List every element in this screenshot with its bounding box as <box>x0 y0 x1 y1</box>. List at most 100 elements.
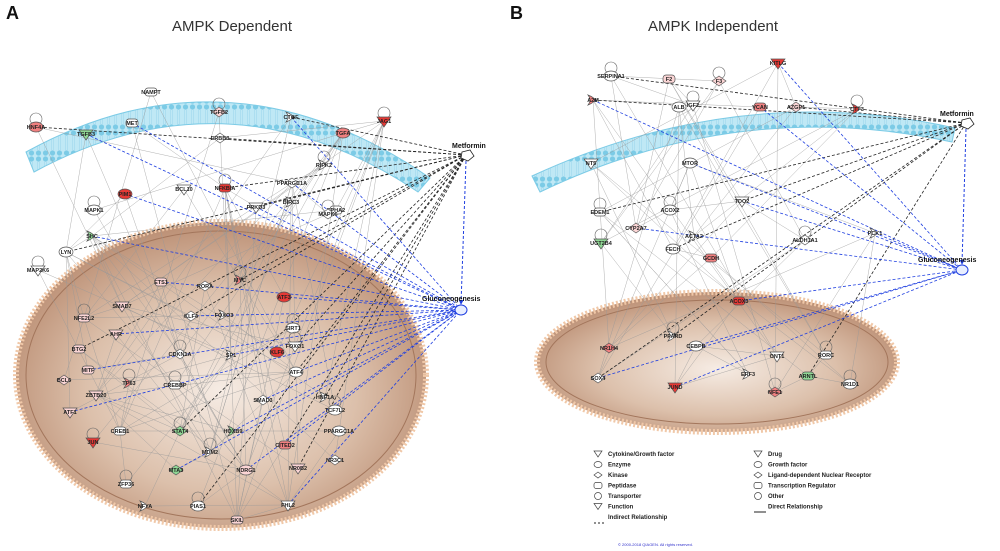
a-edge-direct <box>65 251 85 319</box>
a-edge-direct <box>131 122 226 189</box>
node-label: CREBBP <box>163 383 187 389</box>
a-edge-direct <box>291 182 336 411</box>
legend-item-function: Function <box>593 503 634 511</box>
node-label: MET <box>126 121 138 127</box>
a-edge-indirect <box>284 154 467 446</box>
a-node-tgfb3: TGFB3 <box>77 129 95 141</box>
a-edge-process <box>232 309 462 432</box>
node-label: IGF2 <box>687 103 699 109</box>
b-edge-direct <box>693 235 740 302</box>
node-label: HNF4A <box>27 125 45 131</box>
node-label: TGFB2 <box>210 110 228 116</box>
node-label: ACTA2 <box>685 234 703 240</box>
a-node-mitf: MITF <box>82 365 95 375</box>
a-edge-direct <box>179 132 344 355</box>
a-edge-direct <box>35 126 293 184</box>
a-edge-direct <box>95 371 297 396</box>
panel-a-diagram: HNF4ATGFB3NAMPTTGFB2CTGFTGFAJAG1METERBB3… <box>13 87 486 531</box>
legend-item-indirect-relationship: Indirect Relationship <box>608 515 668 521</box>
a-edge-direct <box>291 182 296 347</box>
b-node-cyp2a7: CYP2A7 <box>625 222 647 234</box>
a-edge-direct <box>287 430 340 506</box>
a-edge-direct <box>92 441 247 471</box>
b-node-azgp1: AZGP1 <box>787 101 805 113</box>
b-edge-direct <box>608 232 876 349</box>
b-edge-direct <box>774 62 779 393</box>
panel-a-metformin-node: Metformin <box>452 143 486 162</box>
node-label: UGT2B4 <box>590 241 613 247</box>
b-edge-direct <box>610 75 694 106</box>
a-edge-direct <box>91 235 238 521</box>
a-edge-process <box>124 193 462 311</box>
b-edge-process <box>592 99 963 271</box>
a-edge-process <box>175 309 462 471</box>
node-label: ARNTL <box>799 374 818 380</box>
panel-a-edges <box>35 91 467 521</box>
b-node-rorc: RORC <box>818 340 834 360</box>
legend-item-transcription-regulator: Transcription Regulator <box>753 482 836 490</box>
a-node-nfkbia: NFKBIA <box>215 173 235 193</box>
a-edge-indirect <box>224 154 467 190</box>
node-label: SIRT1 <box>285 326 301 332</box>
node-label: NT5 <box>586 161 596 167</box>
b-edge-direct <box>608 200 743 349</box>
b-edge-indirect <box>795 105 967 124</box>
node-label: F2 <box>666 77 672 83</box>
a-node-birc3: BIRC3 <box>283 196 300 208</box>
node-label: MTA3 <box>169 468 184 474</box>
a-edge-direct <box>125 354 232 485</box>
b-node-nr1h4: NR1H4 <box>600 342 619 354</box>
a-node-cited2: CITED2 <box>275 440 295 450</box>
b-edge-direct <box>693 106 797 237</box>
a-edge-direct <box>179 132 344 432</box>
a-edge-process <box>291 182 462 311</box>
node-label: FHL2 <box>281 503 295 509</box>
b-edge-direct <box>669 200 743 211</box>
a-node-ctgf: CTGF <box>284 111 299 123</box>
node-label: SOX4 <box>591 376 607 382</box>
b-edge-drug-process <box>959 128 967 265</box>
a-node-prkd3: PRKD3 <box>247 202 266 214</box>
a-node-nr0b2: NR0B2 <box>289 463 307 475</box>
b-node-cebpb: CEBPB <box>686 340 706 352</box>
node-label: PRKD3 <box>247 205 266 211</box>
b-edge-process <box>674 269 963 388</box>
a-edge-direct <box>197 132 344 507</box>
a-edge-process <box>230 308 462 356</box>
b-edge-direct <box>590 62 779 164</box>
a-node-ppargc1a: PPARGC1A <box>324 425 354 437</box>
a-edge-direct <box>224 187 232 356</box>
node-label: ALDH1A1 <box>792 238 817 244</box>
a-edge-direct <box>209 182 293 453</box>
b-node-sox4: SOX4 <box>590 372 607 384</box>
b-edge-direct <box>590 162 740 302</box>
node-label: ONT1 <box>770 354 785 360</box>
node-label: ATF3 <box>277 295 290 301</box>
a-edge-indirect <box>295 154 467 373</box>
b-node-jund: JUND <box>667 382 683 394</box>
panel-b-gluconeogenesis-node: Gluconeogenesis <box>918 257 976 276</box>
node-label: STAT4 <box>172 429 190 435</box>
b-node-erf3: ERF3 <box>741 368 755 380</box>
legend-item-ligand-dependent-nuclear-receptor: Ligand-dependent Nuclear Receptor <box>753 471 872 479</box>
panel-b-gluconeogenesis-label: Gluconeogenesis <box>918 257 976 264</box>
a-node-pim1: PIM1 <box>117 188 133 200</box>
b-node-nr1d1: NR1D1 <box>841 369 859 390</box>
node-label: NR0B2 <box>289 466 307 472</box>
a-edge-direct <box>83 314 225 319</box>
panel-b-metformin-label: Metformin <box>940 111 974 118</box>
node-label: SERPINA1 <box>597 74 625 80</box>
node-label: BIRC3 <box>283 200 300 206</box>
a-node-hnf1a: HNF1A <box>316 391 334 403</box>
b-node-ctf3: CTF3 <box>850 94 864 115</box>
a-node-ppargc1a: PPARGC1A <box>277 177 307 189</box>
panel-a-letter: A <box>6 3 19 23</box>
node-label: HNF1A <box>316 395 334 401</box>
legend-item-transporter: Transporter <box>594 492 642 500</box>
legend-item-peptidase: Peptidase <box>593 482 637 490</box>
panel-a-gluconeogenesis-label: Gluconeogenesis <box>422 296 480 303</box>
a-edge-direct <box>83 188 185 319</box>
b-edge-direct <box>741 200 806 241</box>
a-node-ets1: ETS1 <box>154 277 168 287</box>
node-label: KLF4 <box>184 314 199 320</box>
